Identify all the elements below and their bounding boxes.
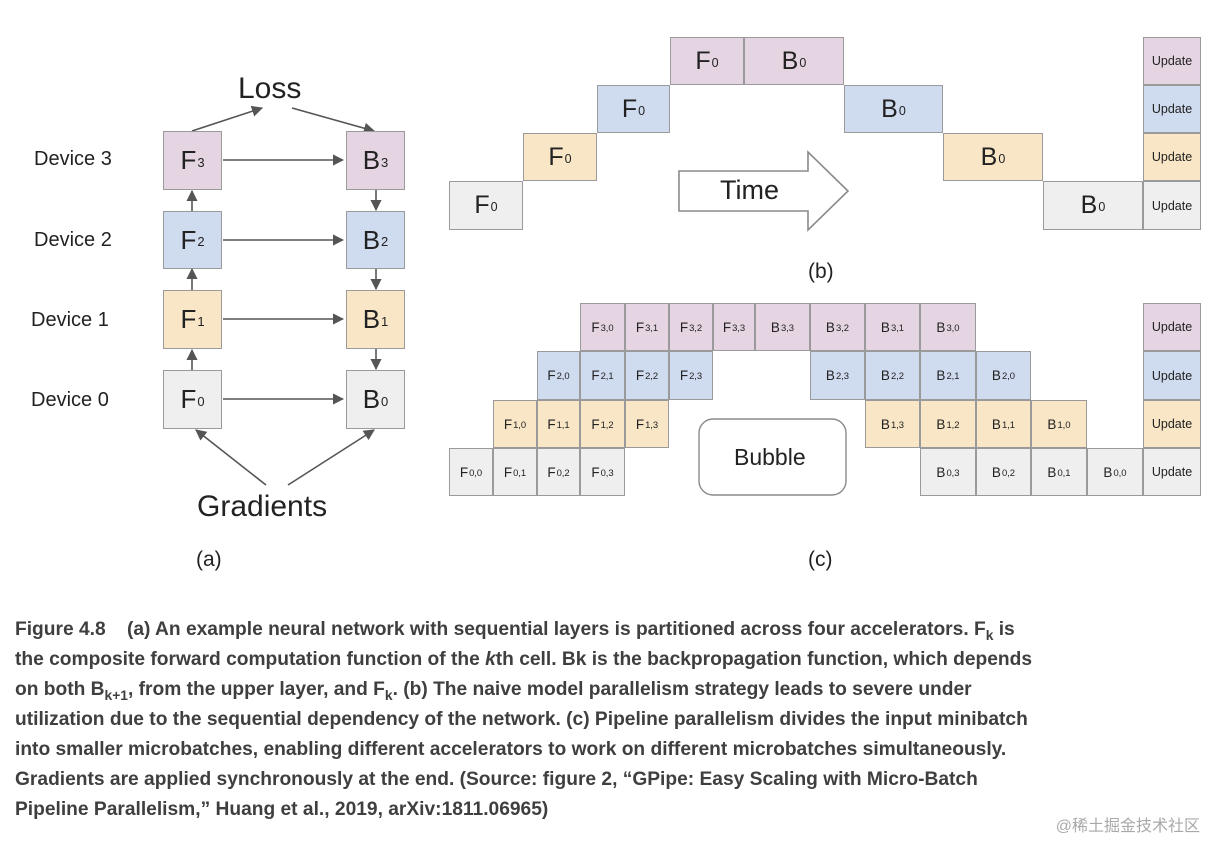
device-label-1: Device 1	[31, 309, 109, 331]
time-arrow-icon	[678, 150, 850, 232]
pipeline-update-device-2: Update	[1143, 351, 1201, 400]
figure-caption: Figure 4.8 (a) An example neural network…	[15, 615, 1210, 825]
pipeline-update-device-3: Update	[1143, 303, 1201, 351]
naive-update-device-2: Update	[1143, 85, 1201, 133]
loss-label: Loss	[238, 72, 302, 105]
bubble-outline	[698, 418, 847, 496]
figure: Loss Gradients (a) Device 3 Device 2 Dev…	[31, 37, 1201, 571]
caption-line-2: the composite forward computation functi…	[15, 649, 1033, 670]
arrow-loss-b3	[291, 107, 376, 134]
watermark: @稀土掘金技术社区	[1055, 818, 1200, 835]
panel-b-label: (b)	[808, 260, 834, 283]
pipeline-update-device-1: Update	[1143, 400, 1201, 448]
gradients-label: Gradients	[197, 490, 328, 523]
figure-number: Figure 4.8	[15, 619, 106, 640]
caption-line-4: utilization due to the sequential depend…	[15, 709, 1028, 730]
caption-line-1: Figure 4.8 (a) An example neural network…	[15, 619, 1015, 643]
device-label-3: Device 3	[34, 148, 112, 170]
arrow-f3-loss	[191, 105, 264, 132]
device-label-2: Device 2	[34, 229, 112, 251]
panel-c-label: (c)	[808, 548, 833, 571]
naive-update-device-3: Update	[1143, 37, 1201, 85]
caption-line-5: into smaller microbatches, enabling diff…	[15, 739, 1007, 760]
caption-line-6: Gradients are applied synchronously at t…	[15, 769, 978, 790]
time-label: Time	[720, 175, 779, 205]
panel-a-label: (a)	[196, 548, 222, 571]
device-label-0: Device 0	[31, 389, 109, 411]
caption-line-3: on both Bk+1, from the upper layer, and …	[15, 679, 972, 703]
arrow-gradients-b0	[287, 429, 375, 486]
arrow-layer	[186, 105, 850, 496]
naive-update-device-1: Update	[1143, 133, 1201, 181]
caption-line-7: Pipeline Parallelism,” Huang et al., 201…	[15, 799, 549, 820]
arrow-gradients-f0	[195, 429, 267, 486]
naive-update-device-0: Update	[1143, 181, 1201, 230]
pipeline-update-device-0: Update	[1143, 448, 1201, 496]
bubble-label: Bubble	[734, 444, 806, 470]
